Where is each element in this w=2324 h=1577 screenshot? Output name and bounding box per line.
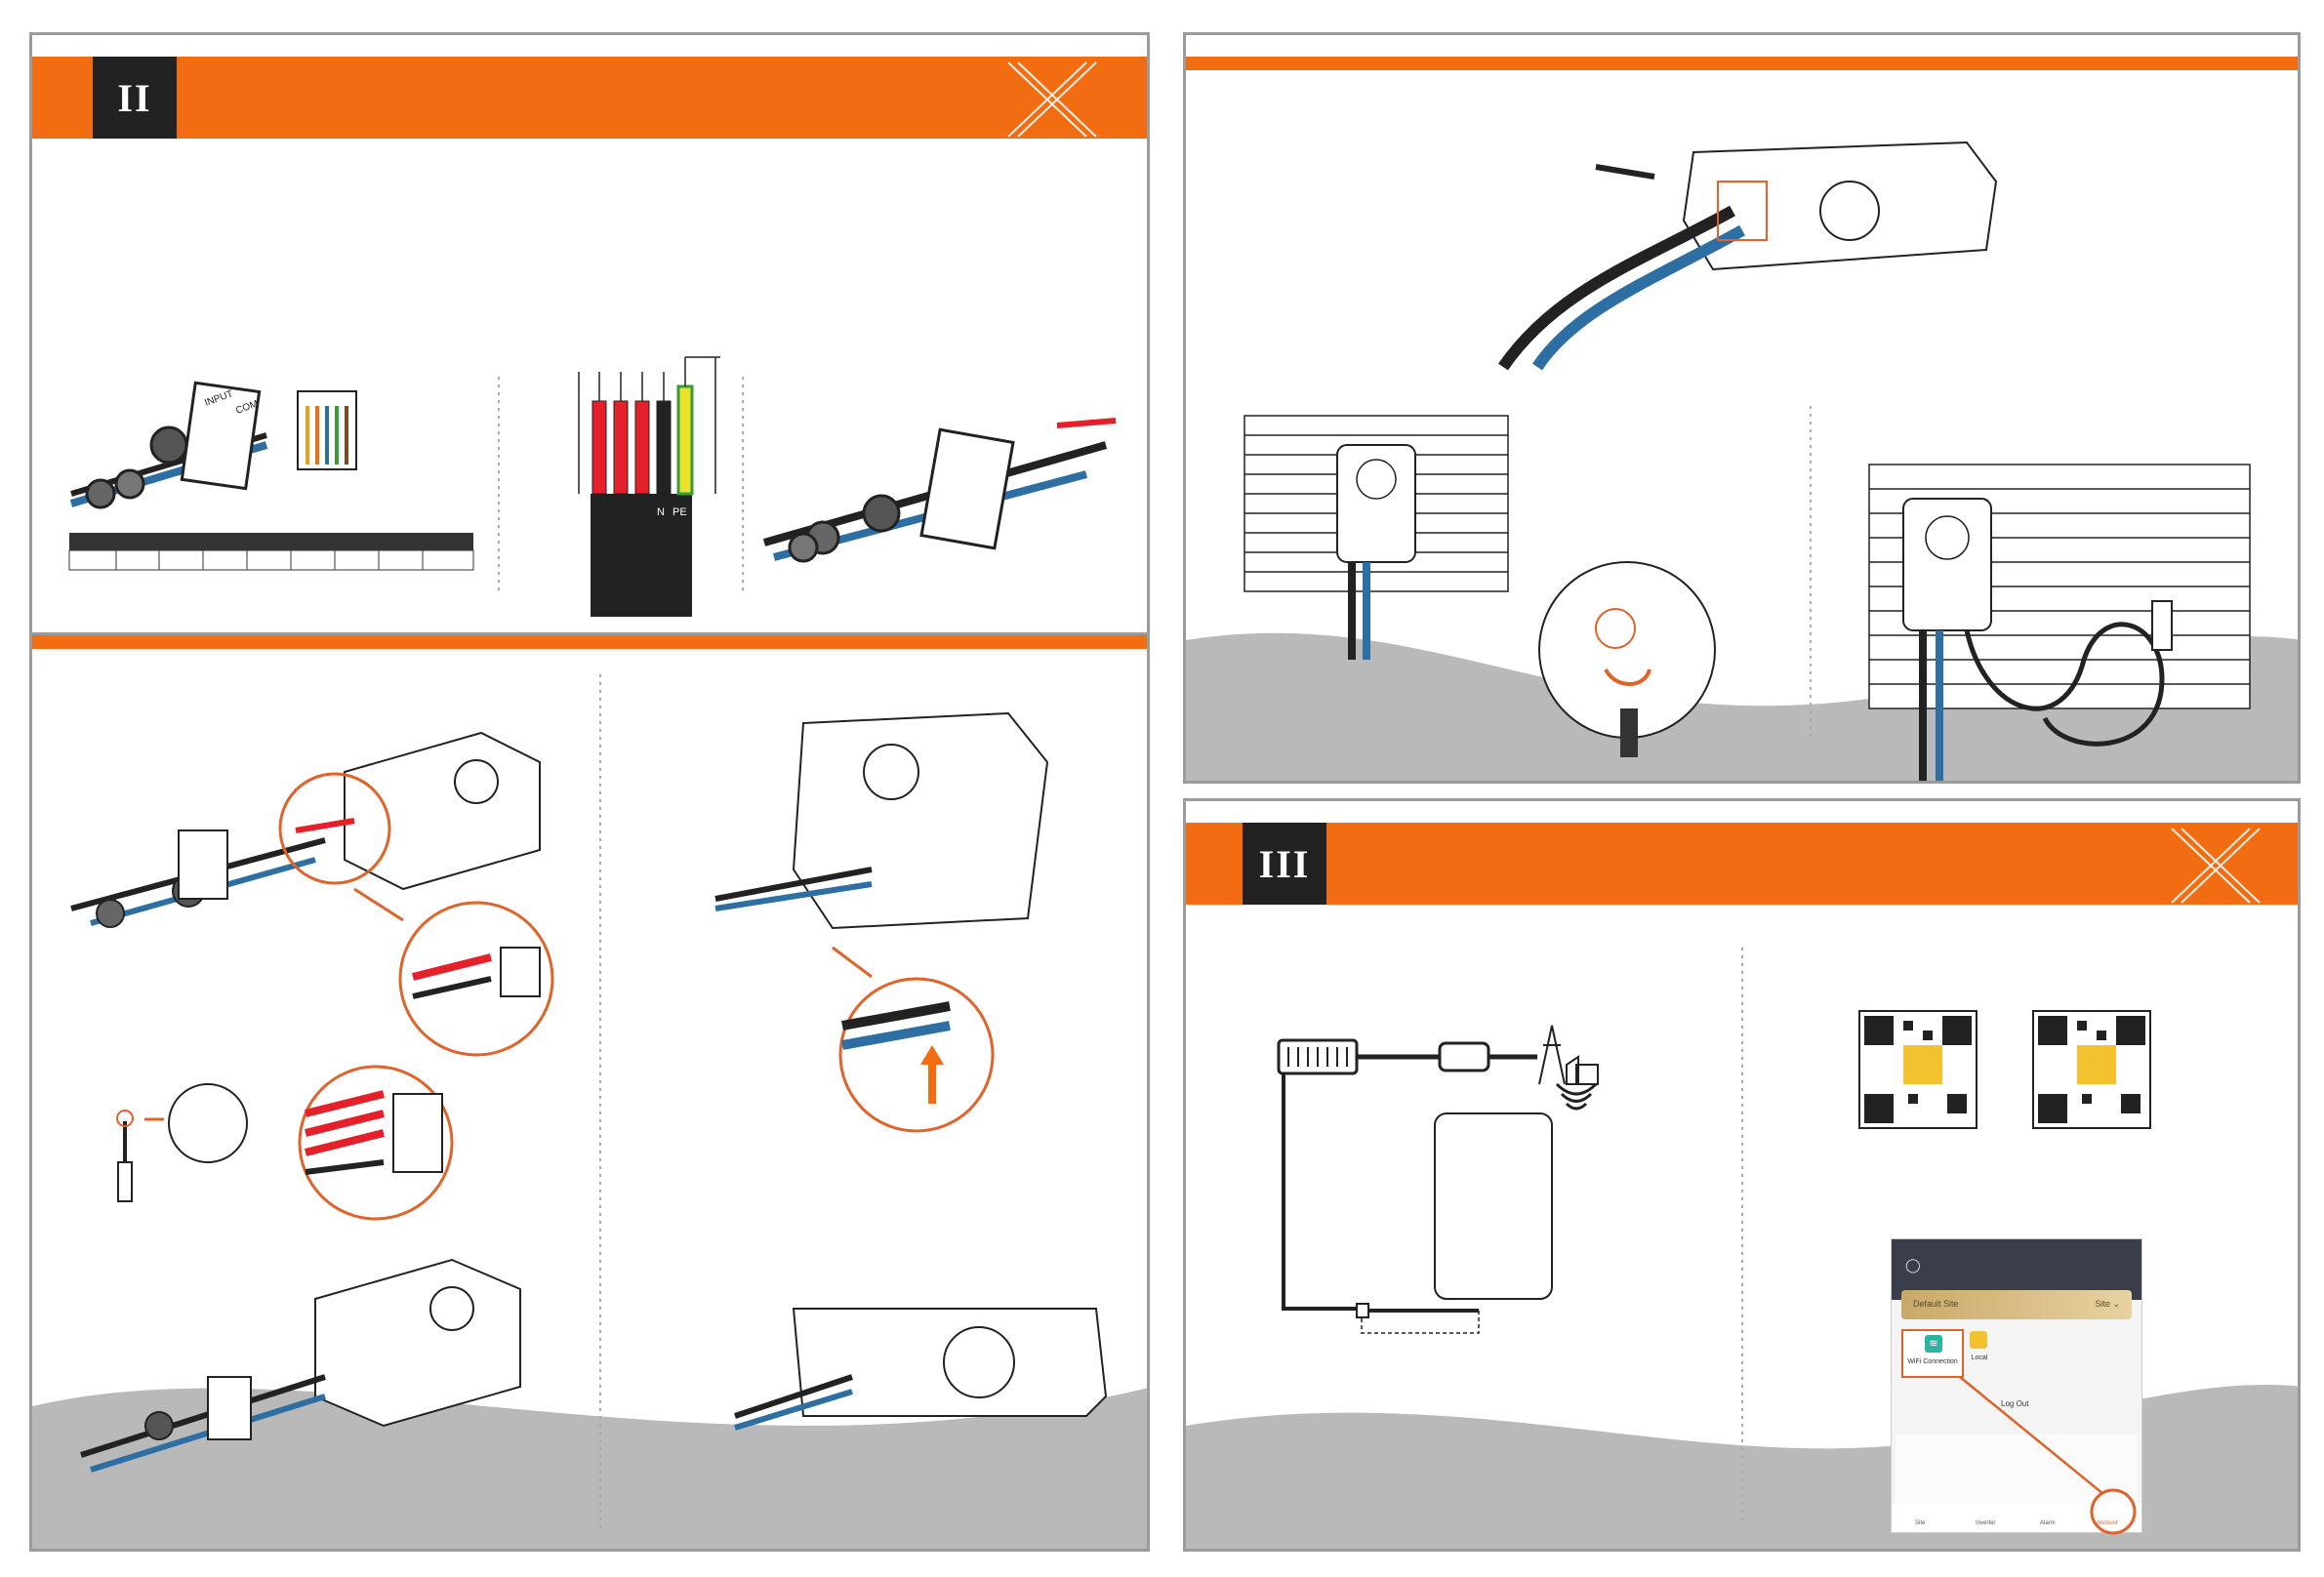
label-pe: PE — [673, 506, 687, 518]
wall-mount-illustrations — [1186, 35, 2301, 784]
zoom-terminal-detail-2 — [300, 1067, 452, 1219]
cable-gland-assembly-1: INPUT COM — [71, 383, 356, 507]
label-n: N — [657, 506, 665, 518]
cable-gland-assembly-2 — [764, 421, 1116, 561]
grid-tower-icon — [1539, 1026, 1598, 1084]
pin-table — [69, 533, 473, 570]
ct-clamp-icon — [1440, 1043, 1488, 1071]
local-icon — [1970, 1331, 1987, 1349]
wiring-illustrations: INPUT COM — [32, 35, 1150, 640]
zoom-terminal-detail-1 — [400, 903, 552, 1055]
install-step-illustrations — [32, 635, 1150, 1552]
local-label: Local — [1966, 1355, 1993, 1361]
site-menu[interactable]: Site ⌄ — [2095, 1299, 2120, 1310]
logout-link[interactable]: Log Out — [2001, 1399, 2028, 1408]
wifi-icon: ≋ — [1925, 1335, 1942, 1353]
wifi-connection-button[interactable]: ≋ WiFi Connection — [1901, 1329, 1964, 1378]
site-card[interactable]: Default Site Site ⌄ — [1901, 1290, 2132, 1319]
charger-front-app — [1435, 1113, 1552, 1299]
qr-code-icon-2 — [2033, 1011, 2150, 1128]
wifi-label: WiFi Connection — [1903, 1358, 1962, 1365]
charger-closed-bottom — [735, 1309, 1106, 1428]
app-screen: ◯ Default Site Site ⌄ ≋ WiFi Connection … — [1891, 1238, 2142, 1533]
bottom-tab-bar: Site Inverter Alarm Account — [1892, 1503, 2141, 1532]
blank-card — [1896, 1435, 2138, 1503]
charger-front-left — [1337, 445, 1415, 562]
panel-app-setup: III — [1183, 798, 2301, 1552]
panel-wall-mount — [1183, 32, 2301, 784]
user-icon: ◯ — [1905, 1257, 1921, 1274]
tab-alarm[interactable]: Alarm — [2040, 1520, 2056, 1526]
tab-inverter[interactable]: Inverter — [1976, 1520, 1995, 1526]
tab-site[interactable]: Site — [1915, 1520, 1925, 1526]
qr-code-icon-1 — [1859, 1011, 1977, 1128]
charger-front-right — [1903, 499, 1991, 630]
panel-wiring-prep: II INPUT COM — [29, 32, 1150, 640]
charger-back-view — [715, 713, 1047, 928]
wifi-signal-icon — [1557, 1084, 1596, 1109]
screwdriver-icon — [117, 1084, 247, 1201]
charger-top-view — [1503, 142, 1996, 367]
site-name: Default Site — [1913, 1299, 1959, 1309]
local-button[interactable]: Local — [1966, 1331, 1993, 1372]
charger-box-open — [71, 733, 540, 927]
zoom-cable-entry — [840, 979, 993, 1131]
wire-strip-diagram: N PE — [579, 357, 720, 617]
tab-account[interactable]: Account — [2097, 1520, 2118, 1526]
panel-install-steps — [29, 632, 1150, 1552]
